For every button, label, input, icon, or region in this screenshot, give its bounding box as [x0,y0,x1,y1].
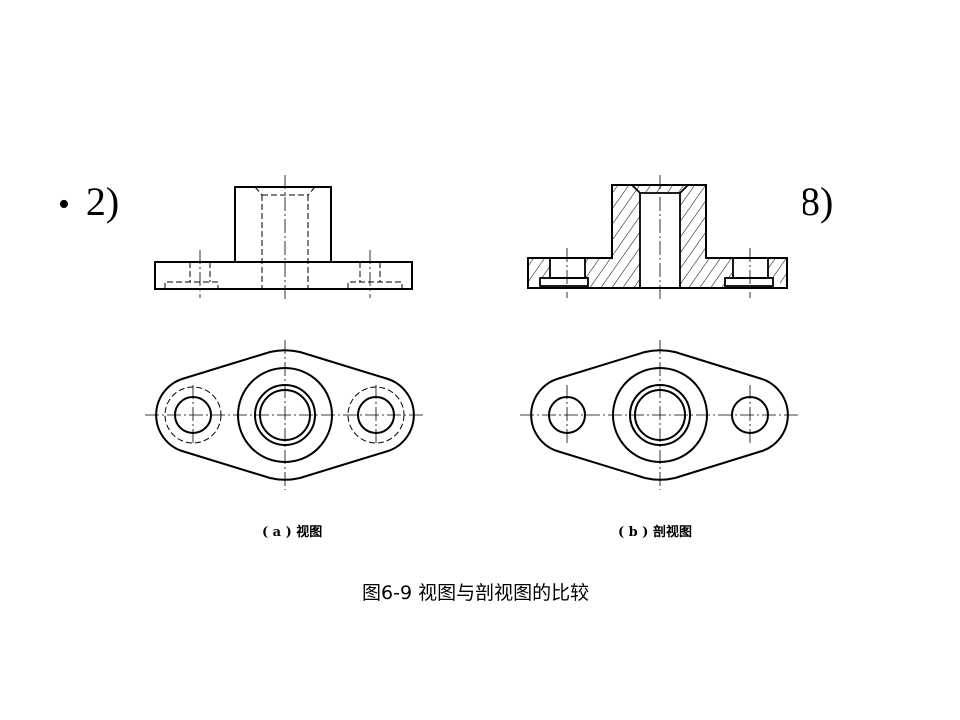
caption-b: ( b ) 剖视图 [618,525,692,540]
bullet-text: 2) [85,179,120,224]
bullet-text-tail: 8) [800,179,834,224]
bullet-item: • 2) [58,178,119,225]
figure-caption: 图6-9 视图与剖视图的比较 [362,582,590,604]
top-view-b [520,340,800,490]
bullet-icon: • [58,186,70,223]
drawing-svg [145,175,800,490]
caption-a: ( a ) 视图 [262,525,323,540]
front-view-a [154,175,413,300]
section-view-b [527,175,788,300]
technical-drawing-figure: ( a ) 视图 ( b ) 剖视图 [135,172,803,550]
top-view-a [145,340,425,490]
